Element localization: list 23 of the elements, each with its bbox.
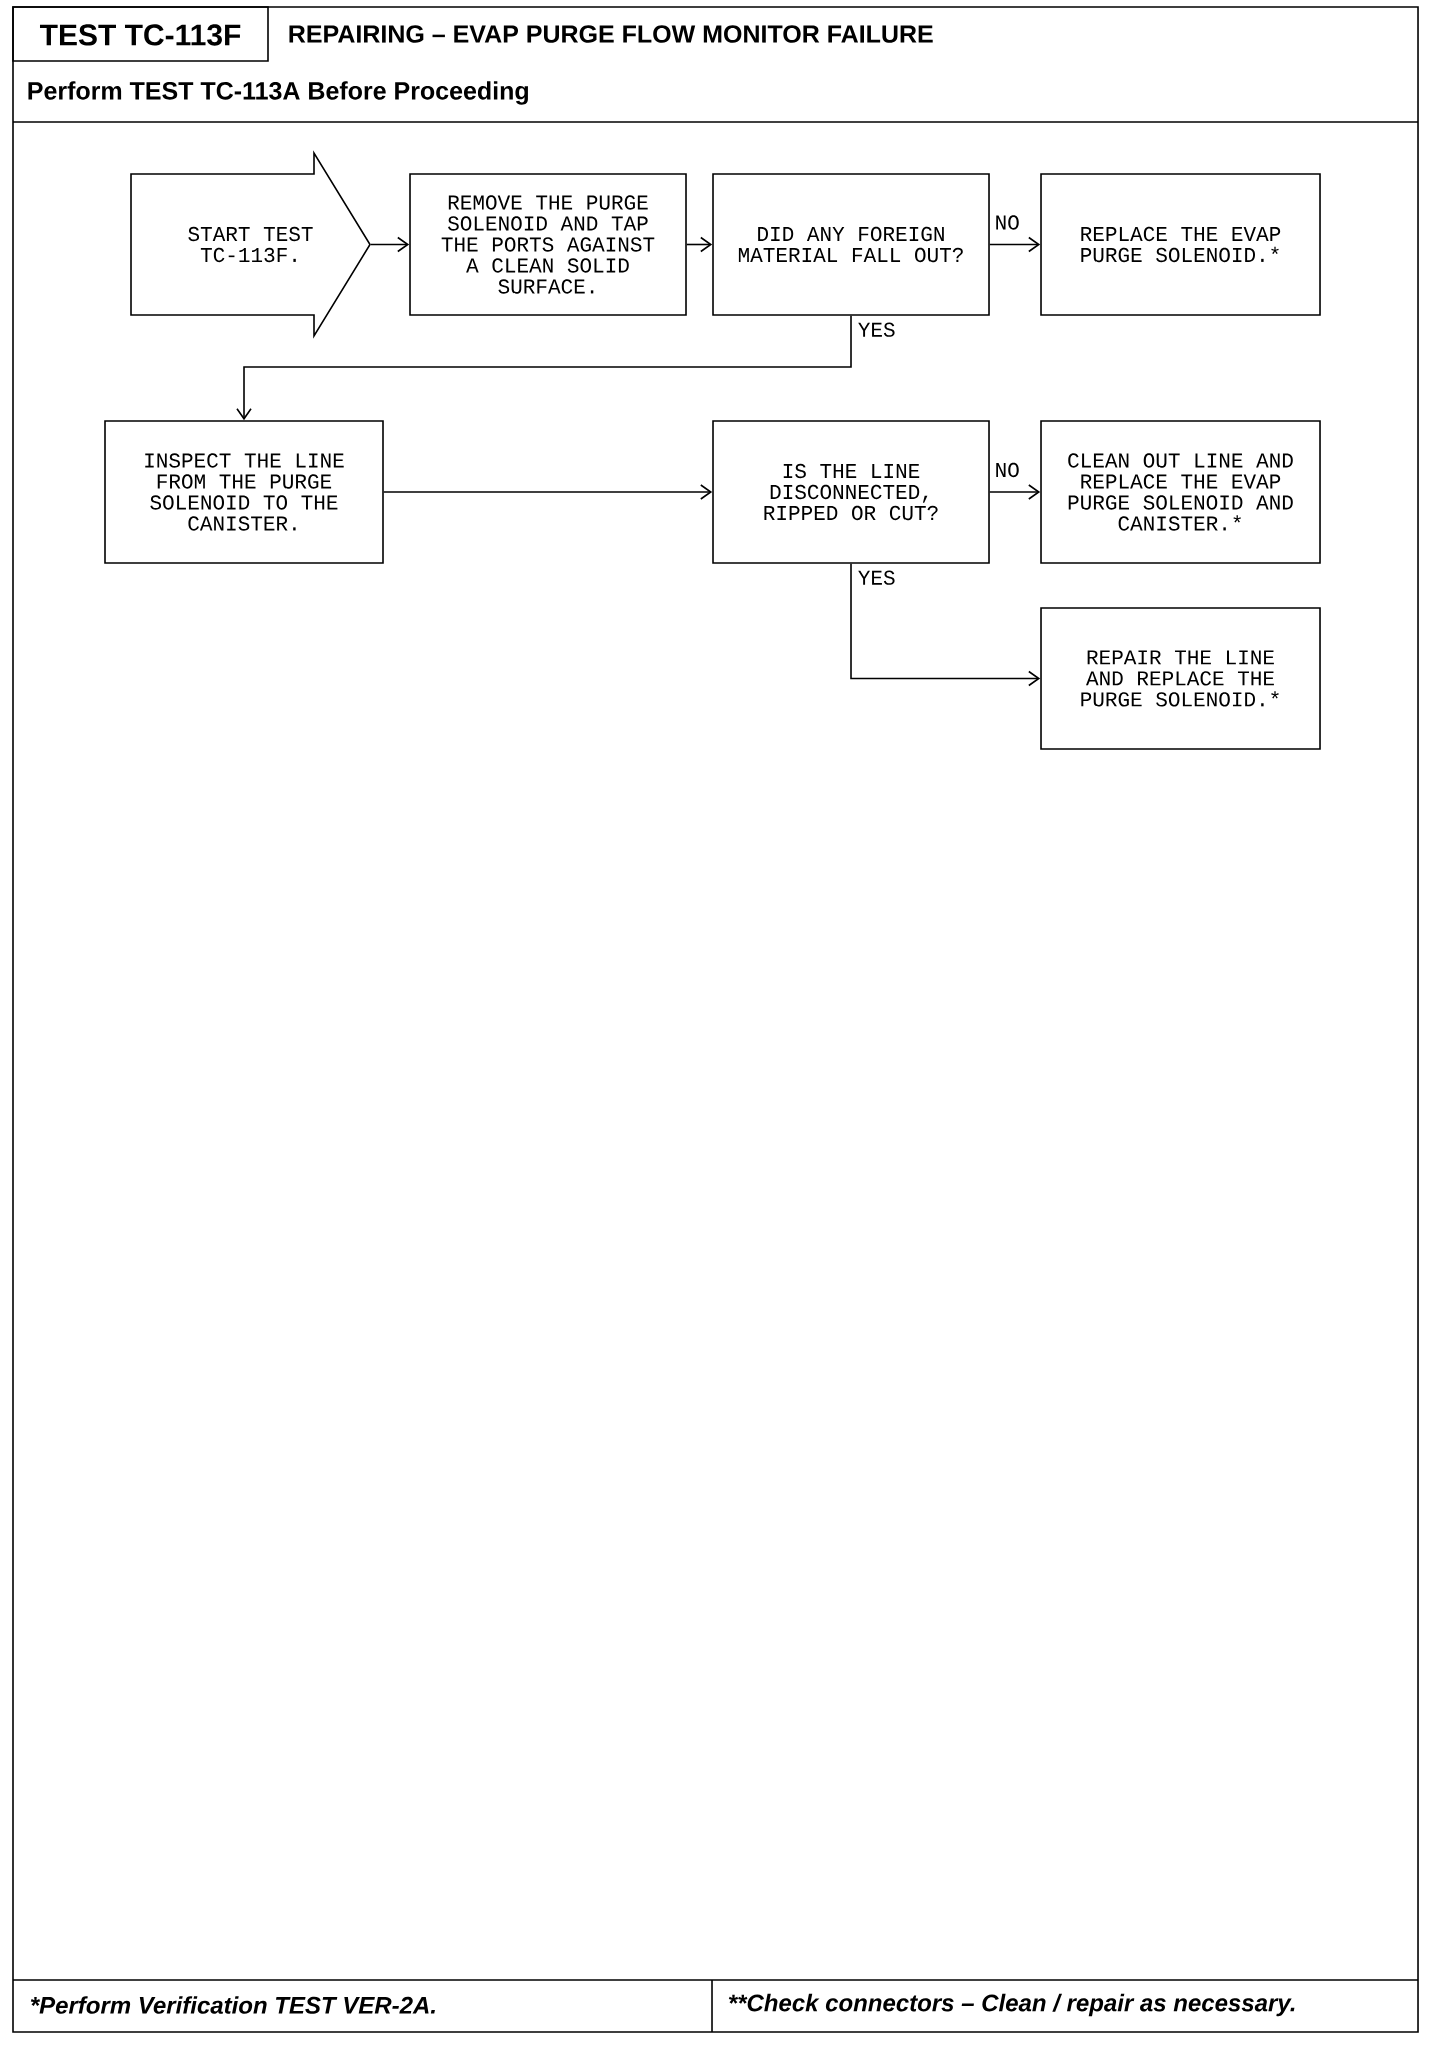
arrow — [850, 563, 1041, 687]
process-box: CLEAN OUT LINE AND REPLACE THE EVAP PURGE SOLENOID AND CANISTER.* — [1040, 420, 1321, 564]
title-box: TEST TC-113F — [12, 6, 269, 62]
edge-label: NO — [992, 213, 1022, 232]
process-box: INSPECT THE LINE FROM THE PURGE SOLENOID TO THE CANISTER. — [104, 420, 384, 564]
subtitle: Perform TEST TC-113A Before Proceeding — [28, 81, 528, 105]
process-box: DID ANY FOREIGN MATERIAL FALL OUT? — [712, 173, 990, 316]
process-box: IS THE LINE DISCONNECTED, RIPPED OR CUT? — [712, 420, 990, 564]
arrow — [989, 236, 1041, 253]
edge-label: NO — [992, 460, 1022, 480]
title: REPAIRING – EVAP PURGE FLOW MONITOR FAILURE — [289, 25, 933, 43]
arrow — [989, 484, 1041, 500]
arrow — [236, 315, 852, 421]
process-box: REPLACE THE EVAP PURGE SOLENOID.* — [1040, 173, 1321, 316]
arrow — [686, 236, 713, 253]
footnote: **Check connectors – Clean / repair as necessary. — [728, 1993, 1295, 2017]
edge-label: YES — [855, 320, 898, 339]
process-box: REPAIR THE LINE AND REPLACE THE PURGE SOLENOID.* — [1040, 607, 1321, 750]
arrow — [383, 484, 713, 500]
edge-label: YES — [855, 568, 898, 587]
arrow — [370, 236, 410, 253]
footnote: *Perform Verification TEST VER-2A. — [30, 1996, 435, 2014]
process-box: REMOVE THE PURGE SOLENOID AND TAP THE PORTS AGAINST A CLEAN SOLID SURFACE. — [409, 173, 687, 316]
